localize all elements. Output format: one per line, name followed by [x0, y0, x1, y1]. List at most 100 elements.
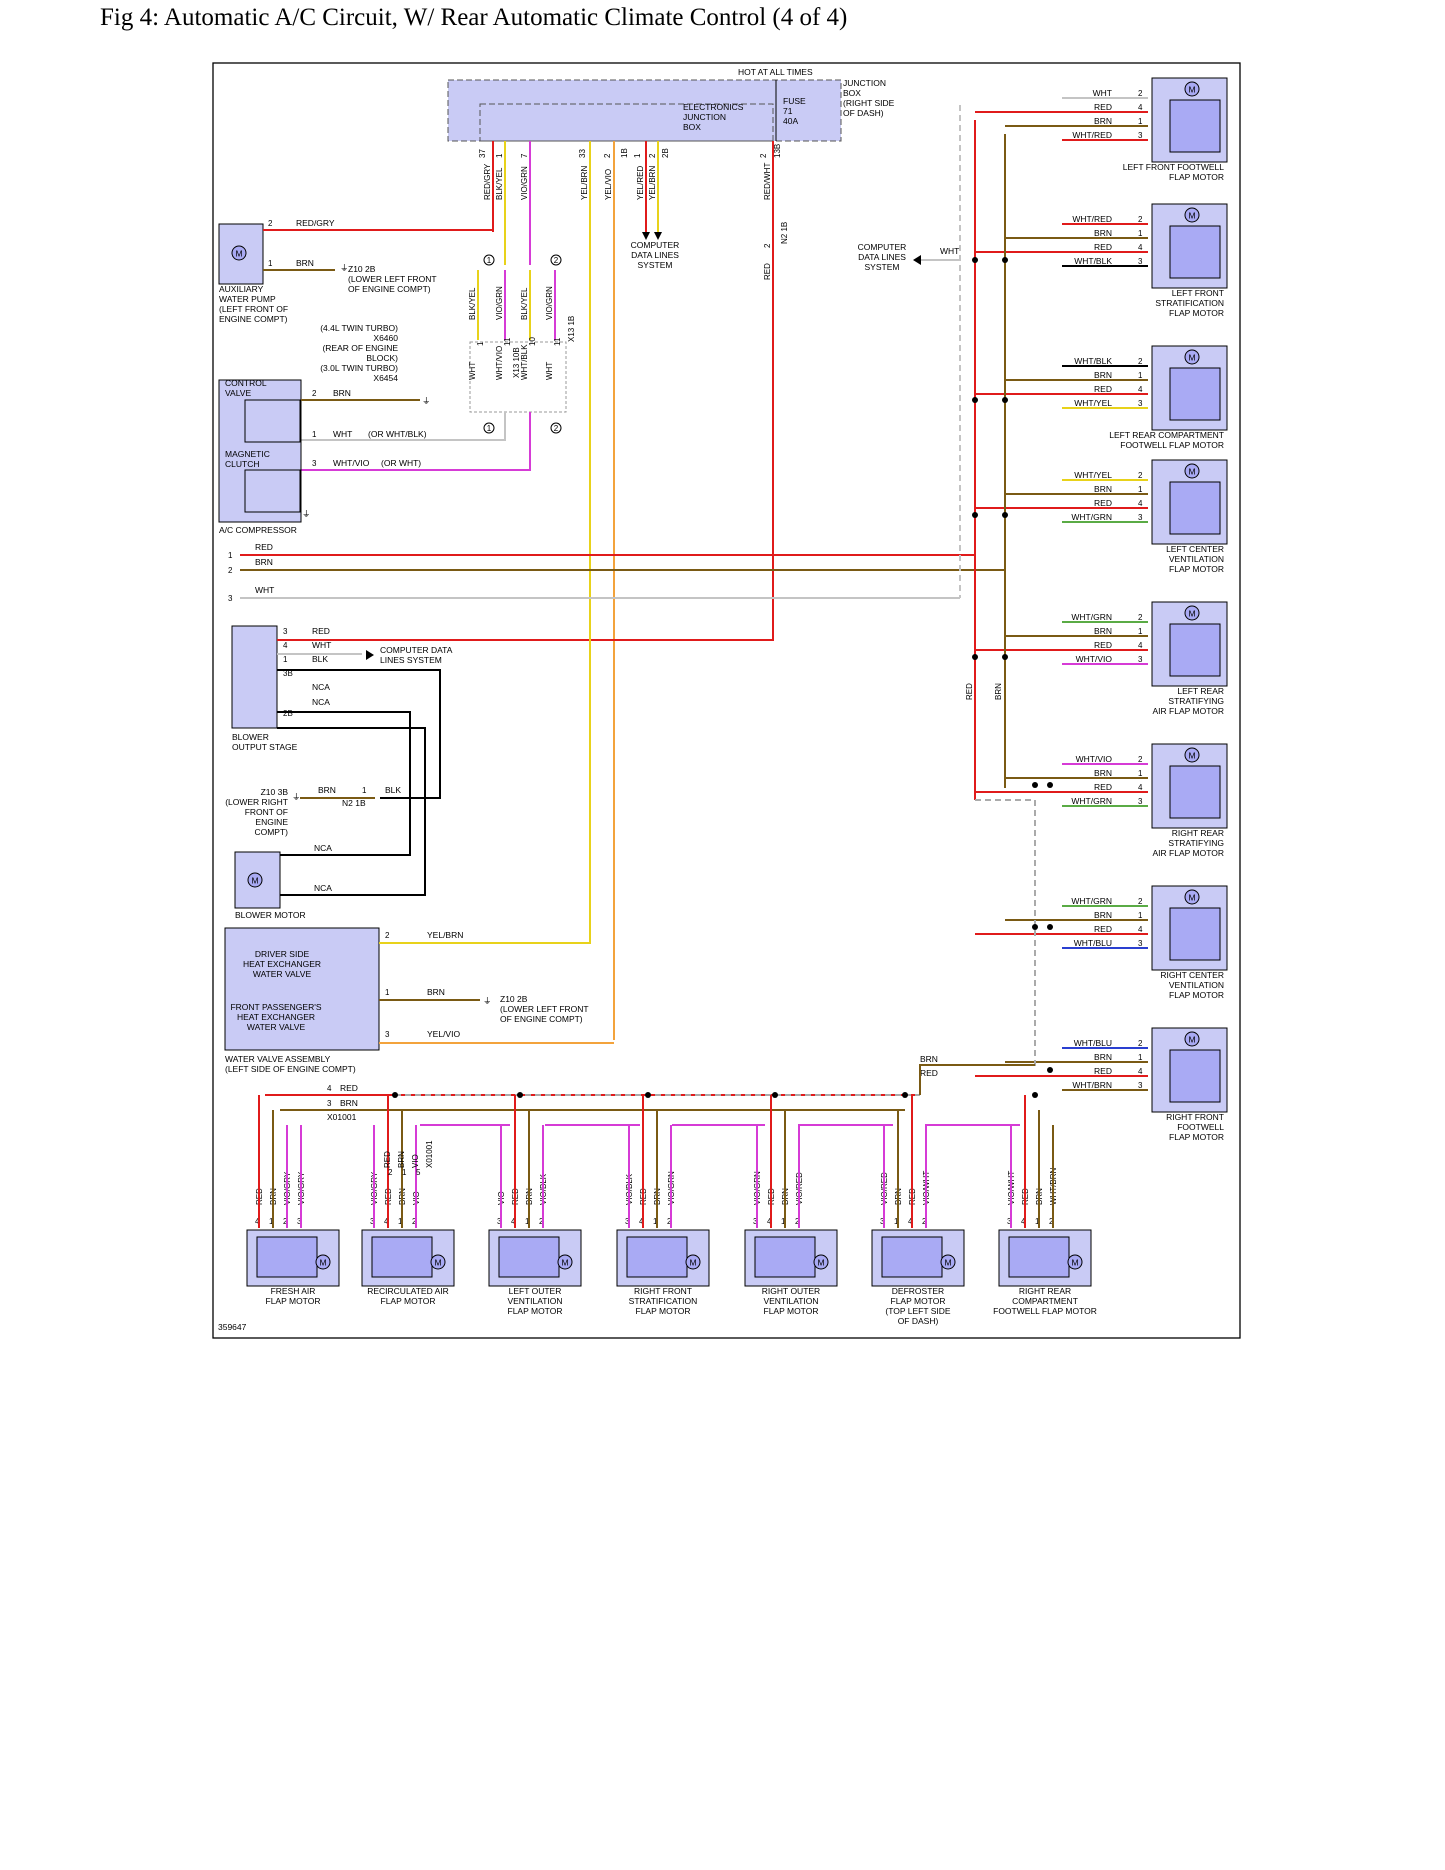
ground-icon: ⏚: [292, 792, 301, 802]
bottom-flap-motor-body: [626, 1236, 688, 1278]
motor-icon-letter: M: [1188, 467, 1195, 477]
junction-pin-number: 13B: [773, 144, 782, 158]
bottom-bus-label: BRN: [340, 1098, 358, 1108]
right-flap-motor-label: STRATIFYING: [1168, 838, 1224, 848]
right-flap-motor-label: FLAP MOTOR: [1169, 990, 1224, 1000]
bottom-motor-pin-number: 2: [412, 1217, 417, 1226]
recirc-connector-label: VIO: [411, 1154, 420, 1168]
right-motor-wire-label: RED: [1094, 242, 1112, 252]
blower-cdl-label: LINES SYSTEM: [380, 655, 442, 665]
z10-3b-label: COMPT): [254, 827, 288, 837]
water-valve-assembly-label: (LEFT SIDE OF ENGINE COMPT): [225, 1064, 356, 1074]
right-motor-pin-number: 3: [1138, 513, 1143, 522]
bottom-motor-pin-number: 1: [894, 1217, 899, 1226]
n2-1b-label: N2 1B: [342, 798, 366, 808]
blower-output-stage-label: BLOWER: [232, 732, 269, 742]
right-flap-motor-label: AIR FLAP MOTOR: [1153, 848, 1224, 858]
x6460-connector-label: (REAR OF ENGINE: [322, 343, 398, 353]
wire-label: BLK: [385, 785, 401, 795]
vertical-wire-label: RED: [965, 683, 974, 700]
recirc-connector-pin: 5: [416, 1168, 421, 1177]
right-motor-pin-number: 3: [1138, 399, 1143, 408]
compressor-wire-label: WHT/VIO: [333, 458, 370, 468]
water-valve-assembly-label: WATER VALVE ASSEMBLY: [225, 1054, 331, 1064]
right-splice-dot: [1047, 782, 1053, 788]
wva-pin-number: 3: [385, 1030, 390, 1039]
wva-pin-number: 2: [385, 931, 390, 940]
wire-label: NCA: [314, 843, 332, 853]
pin-number: 1: [362, 786, 367, 795]
vertical-wire-label: BRN: [994, 683, 1003, 700]
bottom-motor-pin-number: 2: [1049, 1217, 1054, 1226]
mid-wire-label: VIO/GRN: [545, 286, 554, 320]
junction-wire-label: RED/WHT: [763, 163, 772, 200]
motor-icon-letter: M: [817, 1258, 824, 1268]
x6460-connector-label: X6454: [373, 373, 398, 383]
mid-wire-label: WHT/BLK: [520, 344, 529, 380]
bottom-flap-motor-label: COMPARTMENT: [1012, 1296, 1078, 1306]
bottom-flap-motor-icon: [1067, 1254, 1083, 1270]
right-motor-pin-number: 4: [1138, 385, 1143, 394]
blower-stage-wire-label: NCA: [312, 697, 330, 707]
x6460-connector: [469, 341, 567, 413]
right-motor-wire-label: WHT/VIO: [1076, 754, 1113, 764]
bottom-motor-pin-number: 1: [269, 1217, 274, 1226]
z10-ground-label: Z10 2B: [348, 264, 376, 274]
junction-wire-label: YEL/BRN: [580, 166, 589, 200]
right-motor-wire-label: BRN: [1094, 626, 1112, 636]
right-motor-pin-number: 1: [1138, 627, 1143, 636]
driver-water-valve-label: DRIVER SIDE: [255, 949, 310, 959]
wva-wire-yel-brn: [379, 600, 591, 944]
cdl-label: DATA LINES: [631, 250, 679, 260]
bottom-flap-motor-label: RIGHT FRONT: [634, 1286, 692, 1296]
right-motor-pin-number: 1: [1138, 485, 1143, 494]
bottom-motor-pin-number: 3: [297, 1217, 302, 1226]
blower-stage-pin-number: 4: [283, 641, 288, 650]
right-flap-motor-label: LEFT FRONT: [1172, 288, 1224, 298]
bottom-flap-motor-label: RIGHT REAR: [1019, 1286, 1071, 1296]
motor-icon-letter: M: [944, 1258, 951, 1268]
right-motor-pin-number: 1: [1138, 371, 1143, 380]
x13-10b-label: X13 10B: [512, 347, 521, 378]
junction-wire-label: VIO/GRN: [520, 166, 529, 200]
right-flap-motor-label: VENTILATION: [1169, 554, 1224, 564]
bottom-flap-motor-body: [498, 1236, 560, 1278]
junction-pin-number: 2: [759, 153, 768, 158]
bottom-flap-motor-label: RIGHT OUTER: [762, 1286, 820, 1296]
cdl-arrow: [913, 255, 921, 265]
bottom-motor-pin-number: 1: [398, 1217, 403, 1226]
aux-water-pump-label: WATER PUMP: [219, 294, 276, 304]
ground-icon: ⏚: [302, 509, 311, 519]
right-motor-pin-number: 1: [1138, 911, 1143, 920]
cdl-arrow: [642, 232, 650, 240]
bottom-splice-dot: [645, 1092, 651, 1098]
bottom-flap-motor-label: FLAP MOTOR: [508, 1306, 563, 1316]
junction-pin-number: 1: [633, 153, 642, 158]
bottom-flap-motor-label: FLAP MOTOR: [636, 1306, 691, 1316]
right-flap-motor-label: RIGHT CENTER: [1160, 970, 1224, 980]
right-motor-wire-label: RED: [1094, 782, 1112, 792]
blower-stage-nca-1: [277, 711, 411, 856]
bottom-motor-pin-number: 2: [667, 1217, 672, 1226]
right-motor-pin-number: 4: [1138, 103, 1143, 112]
junction-pin-number: 33: [578, 149, 587, 158]
bottom-motor-pin-number: 4: [908, 1217, 913, 1226]
clutch-wire-wht-vio: [300, 412, 531, 471]
blower-stage-wire-label: RED: [312, 626, 330, 636]
right-cdl-label: SYSTEM: [865, 262, 900, 272]
right-motor-pin-number: 2: [1138, 471, 1143, 480]
bottom-bus-pin: 4: [327, 1084, 332, 1093]
z10-3b-label: FRONT OF: [245, 807, 288, 817]
right-motor-wire-label: WHT/GRN: [1071, 896, 1112, 906]
right-motor-wire-label: WHT/RED: [1072, 130, 1112, 140]
blower-stage-wire-label: WHT: [312, 640, 331, 650]
junction-box-label: (RIGHT SIDE: [843, 98, 895, 108]
right-motor-wire-label: RED: [1094, 640, 1112, 650]
right-flap-motor-label: RIGHT REAR: [1172, 828, 1224, 838]
mid-pin-number: 10: [528, 337, 537, 346]
alt-color-label: (OR WHT): [381, 458, 421, 468]
wva-wire-label: BRN: [427, 987, 445, 997]
ground-icon: ⏚: [483, 996, 492, 1006]
right-flap-motor-label: LEFT REAR COMPARTMENT: [1109, 430, 1224, 440]
